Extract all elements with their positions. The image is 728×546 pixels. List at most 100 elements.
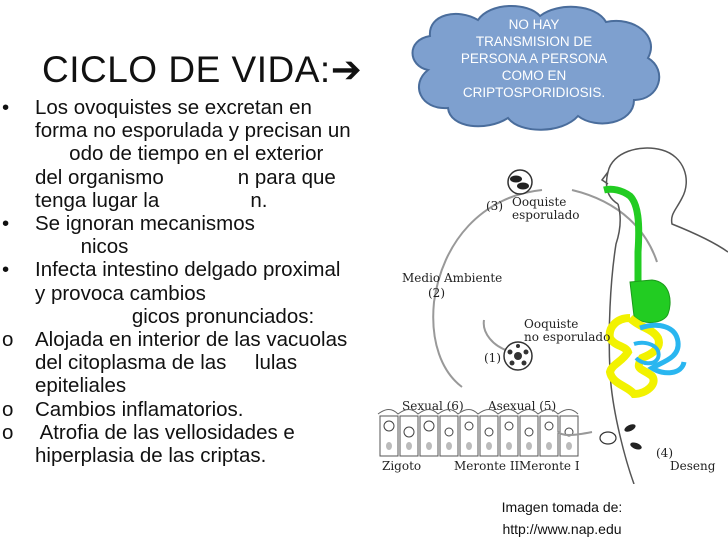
bullet-icon: • (2, 212, 10, 236)
cell-nucleus (506, 442, 512, 450)
step3-label-2: esporulado (512, 208, 580, 222)
bullet-line: hiperplasia de las criptas. (35, 444, 267, 468)
cloud-shape (411, 4, 661, 131)
bullet-line: epiteliales (35, 374, 127, 398)
image-caption: Imagen tomada de: http://www.nap.edu (482, 496, 642, 540)
bullet-item: o Cambios inflamatorios. (2, 398, 402, 421)
colon (639, 322, 687, 376)
oocyst-granule (521, 360, 527, 366)
arrow-right-icon: ➔ (330, 49, 363, 90)
cell-nucleus (406, 442, 412, 450)
step1-number: (1) (484, 351, 501, 365)
cell-nucleus (526, 442, 532, 450)
deseng-label: Deseng (670, 459, 716, 473)
excyst-arrow (557, 431, 593, 436)
bullet-line: Alojada en interior de las vacuolas (35, 328, 348, 352)
cell-nucleus (566, 442, 572, 450)
oocyst-granule (507, 349, 513, 355)
sporocyst-2 (517, 182, 529, 190)
callout-line: CRIPTOSPORIDIOSIS. (462, 85, 606, 100)
epithelial-cells (379, 415, 579, 457)
caption-line-1: Imagen tomada de: (501, 499, 623, 515)
stomach (629, 279, 671, 323)
parasite-stage (484, 427, 494, 437)
bullet-icon: • (2, 258, 10, 282)
meronte1-label: Meronte I (519, 459, 580, 473)
parasite-stage (524, 427, 534, 437)
cell-nucleus (386, 442, 392, 450)
callout-line: COMO EN (501, 68, 567, 83)
bullet-line: Los ovoquistes se excretan en (35, 96, 312, 119)
epithelial-cell (399, 415, 419, 457)
step1-label-2: no esporulado (524, 330, 610, 344)
callout-line: PERSONA A PERSONA (460, 51, 608, 66)
hollow-bullet-icon: o (2, 397, 14, 421)
parasite-stage (383, 420, 395, 432)
sporulated-oocyst (507, 169, 533, 195)
callout-text: NO HAY TRANSMISION DE PERSONA A PERSONA COM… (438, 16, 630, 101)
cycle-arc (432, 189, 543, 388)
cell-nucleus (426, 442, 432, 450)
oocyst-granule (523, 349, 529, 355)
environment-number: (2) (428, 286, 445, 300)
parasite-stage (564, 427, 574, 437)
bullet-line: nicos (35, 235, 129, 259)
body-nose (600, 171, 609, 185)
cell-nucleus (486, 442, 492, 450)
callout-line: NO HAY (508, 17, 560, 32)
sporozoite (630, 442, 642, 450)
cycle-arc-lower (571, 189, 658, 263)
oocyst-granule (516, 344, 520, 348)
environment-label: Medio Ambiente (402, 271, 502, 285)
oocyst-granule (509, 360, 515, 366)
colon-loop (633, 340, 661, 366)
sporocyst-1 (510, 175, 522, 183)
bullet-line: Se ignoran mecanismos (35, 212, 255, 236)
oocyst-granule (514, 352, 522, 360)
step3-label-1: Ooquiste (512, 195, 566, 209)
bullet-line: odo de tiempo en el exterior (35, 142, 324, 166)
parasite-stage (464, 421, 474, 431)
bullet-line: Infecta intestino delgado proximal (35, 258, 341, 282)
bullet-line: tenga lugar la n. (35, 188, 268, 212)
bullet-line: del organismo n para que (35, 165, 336, 189)
step1-label-1: Ooquiste (524, 317, 578, 331)
parasite-stage (544, 421, 554, 431)
step3-number: (3) (486, 199, 503, 213)
small-intestine (605, 314, 663, 399)
parasite-stage (423, 420, 435, 432)
life-cycle-diagram: (3) Ooquiste esporulado Medio Ambiente (… (377, 147, 728, 484)
callout-cloud (411, 4, 661, 131)
bullet-line: Cambios inflamatorios. (35, 397, 244, 421)
bullet-line: forma no esporulada y precisan un (35, 119, 351, 143)
slide-title: CICLO DE VIDA:➔ (42, 48, 362, 91)
bullet-line: gicos pronunciados: (35, 304, 315, 328)
slide-title-text: CICLO DE VIDA: (42, 49, 331, 90)
asexual-label: Asexual (5) (487, 399, 556, 413)
esophagus (603, 185, 643, 282)
excysting-oocyst (599, 431, 617, 445)
cell-nucleus (546, 442, 552, 450)
sporozoite (624, 424, 636, 432)
bullet-line: Atrofia de las vellosidades e (35, 420, 295, 444)
bullet-icon: • (2, 96, 10, 119)
step4-number: (4) (656, 446, 673, 460)
parasite-stage (444, 427, 454, 437)
caption-source-link[interactable]: http://www.nap.edu (502, 521, 622, 537)
parasite-stage (504, 421, 514, 431)
meronte2-label: Meronte II (454, 459, 520, 473)
villi-top (377, 409, 579, 415)
cell-nucleus (446, 442, 452, 450)
cell-nucleus (466, 442, 472, 450)
parasite-stage (403, 426, 415, 438)
hollow-bullet-icon: o (2, 420, 14, 444)
bullet-item: • Se ignoran mecanismos nicos (2, 212, 402, 258)
callout-line: TRANSMISION DE (475, 34, 593, 49)
hollow-bullet-icon: o (2, 328, 14, 352)
zigoto-label: Zigoto (382, 459, 421, 473)
